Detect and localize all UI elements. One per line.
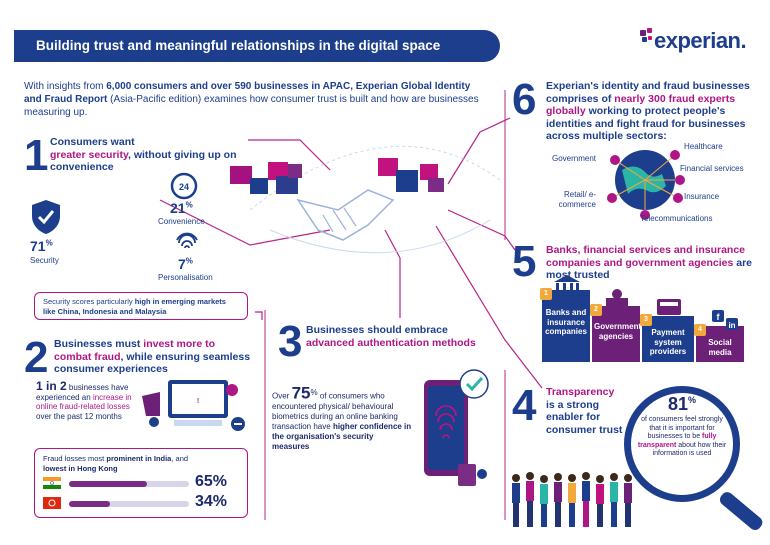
- intro-text: With insights from 6,000 consumers and o…: [24, 81, 479, 118]
- magnifier-lens: [624, 386, 740, 502]
- phone-biometric-illustration: [424, 369, 489, 486]
- security-label: Security: [30, 256, 59, 265]
- tile-rank-3: 3: [640, 314, 652, 326]
- handshake-illustration: [230, 158, 444, 241]
- sector-telecom: Telecommunications: [640, 214, 713, 223]
- svg-text:24: 24: [179, 182, 189, 192]
- sector-retail: Retail/ e-commerce: [558, 190, 596, 209]
- facebook-icon: f: [712, 310, 724, 322]
- india-bar-fill: [69, 481, 147, 487]
- section-4-number: 4: [512, 381, 537, 430]
- sector-insurance: Insurance: [684, 192, 720, 201]
- india-bar: [69, 481, 189, 487]
- transparency-pct: 81%: [667, 394, 697, 414]
- tile-government-label: Government agencies: [594, 322, 642, 341]
- fraud-losses-box: Fraud losses most prominent in India, an…: [34, 448, 248, 518]
- india-flag-icon: [43, 477, 61, 489]
- government-building-icon: [606, 289, 628, 307]
- payment-terminal-icon: [657, 299, 681, 315]
- globe-network-illustration: [607, 150, 685, 220]
- tile-payment-label: Payment system providers: [649, 328, 687, 356]
- svg-text:in: in: [728, 321, 735, 330]
- section-5-heading: Banks, financial services and insurance …: [546, 244, 752, 281]
- clock-icon: 24: [170, 172, 198, 200]
- linkedin-icon: in: [726, 318, 738, 330]
- page-title: Building trust and meaningful relationsh…: [36, 38, 441, 53]
- tile-rank-1: 1: [540, 288, 552, 300]
- transparency-text: of consumers feel strongly that it is im…: [637, 416, 727, 457]
- section-6-number: 6: [512, 75, 537, 124]
- section-3-number: 3: [278, 317, 303, 366]
- title-bar: Building trust and meaningful relationsh…: [14, 30, 500, 62]
- section-5-number: 5: [512, 237, 537, 286]
- section-3-text: Over 75% of consumers who encountered ph…: [272, 383, 412, 451]
- tile-payment: 3 Payment system providers: [640, 314, 694, 362]
- hong-kong-bar-fill: [69, 501, 110, 507]
- hong-kong-pct: 34%: [195, 493, 228, 510]
- tile-social-label: Social media: [708, 338, 732, 357]
- hong-kong-flag-icon: [43, 497, 61, 509]
- convenience-label: Convenience: [158, 217, 205, 226]
- section-2-heading: Businesses must invest more to combat fr…: [54, 338, 251, 375]
- tile-rank-2: 2: [590, 304, 602, 316]
- experian-logo-dots-icon: [640, 28, 652, 42]
- section-2-number: 2: [24, 333, 49, 382]
- experian-logo: experian.: [654, 28, 747, 53]
- fraud-illustration: !: [142, 380, 245, 431]
- sector-healthcare: Healthcare: [684, 142, 723, 151]
- section-6-heading: Experian's identity and fraud businesses…: [546, 80, 750, 142]
- crowd-illustration: [512, 472, 632, 527]
- svg-text:f: f: [717, 312, 721, 322]
- section-1-number: 1: [24, 131, 49, 180]
- fingerprint-icon: [176, 232, 198, 249]
- india-pct: 65%: [195, 473, 228, 490]
- hong-kong-bar: [69, 501, 189, 507]
- svg-text:!: !: [197, 398, 199, 405]
- tile-social: 4 Social media: [694, 324, 744, 362]
- tile-rank-4: 4: [694, 324, 706, 336]
- tile-government: 2 Government agencies: [590, 304, 642, 362]
- personalisation-label: Personalisation: [158, 273, 213, 282]
- convenience-stat: 21%: [170, 200, 193, 216]
- sector-financial: Financial services: [680, 164, 744, 173]
- security-note-box: Security scores particularly high in eme…: [34, 292, 248, 320]
- sector-government: Government: [552, 154, 597, 163]
- shield-icon: [32, 200, 60, 234]
- bank-building-icon: [554, 275, 580, 292]
- security-stat: 71%: [30, 238, 53, 254]
- personalisation-stat: 7%: [178, 256, 193, 272]
- tile-banks-label: Banks and insurance companies: [545, 308, 587, 336]
- fraud-losses-text: Fraud losses most prominent in India, an…: [43, 454, 189, 473]
- tile-banks: 1 Banks and insurance companies: [540, 288, 590, 362]
- business-losses-stat: 1 in 2 businesses have experienced an in…: [36, 379, 132, 421]
